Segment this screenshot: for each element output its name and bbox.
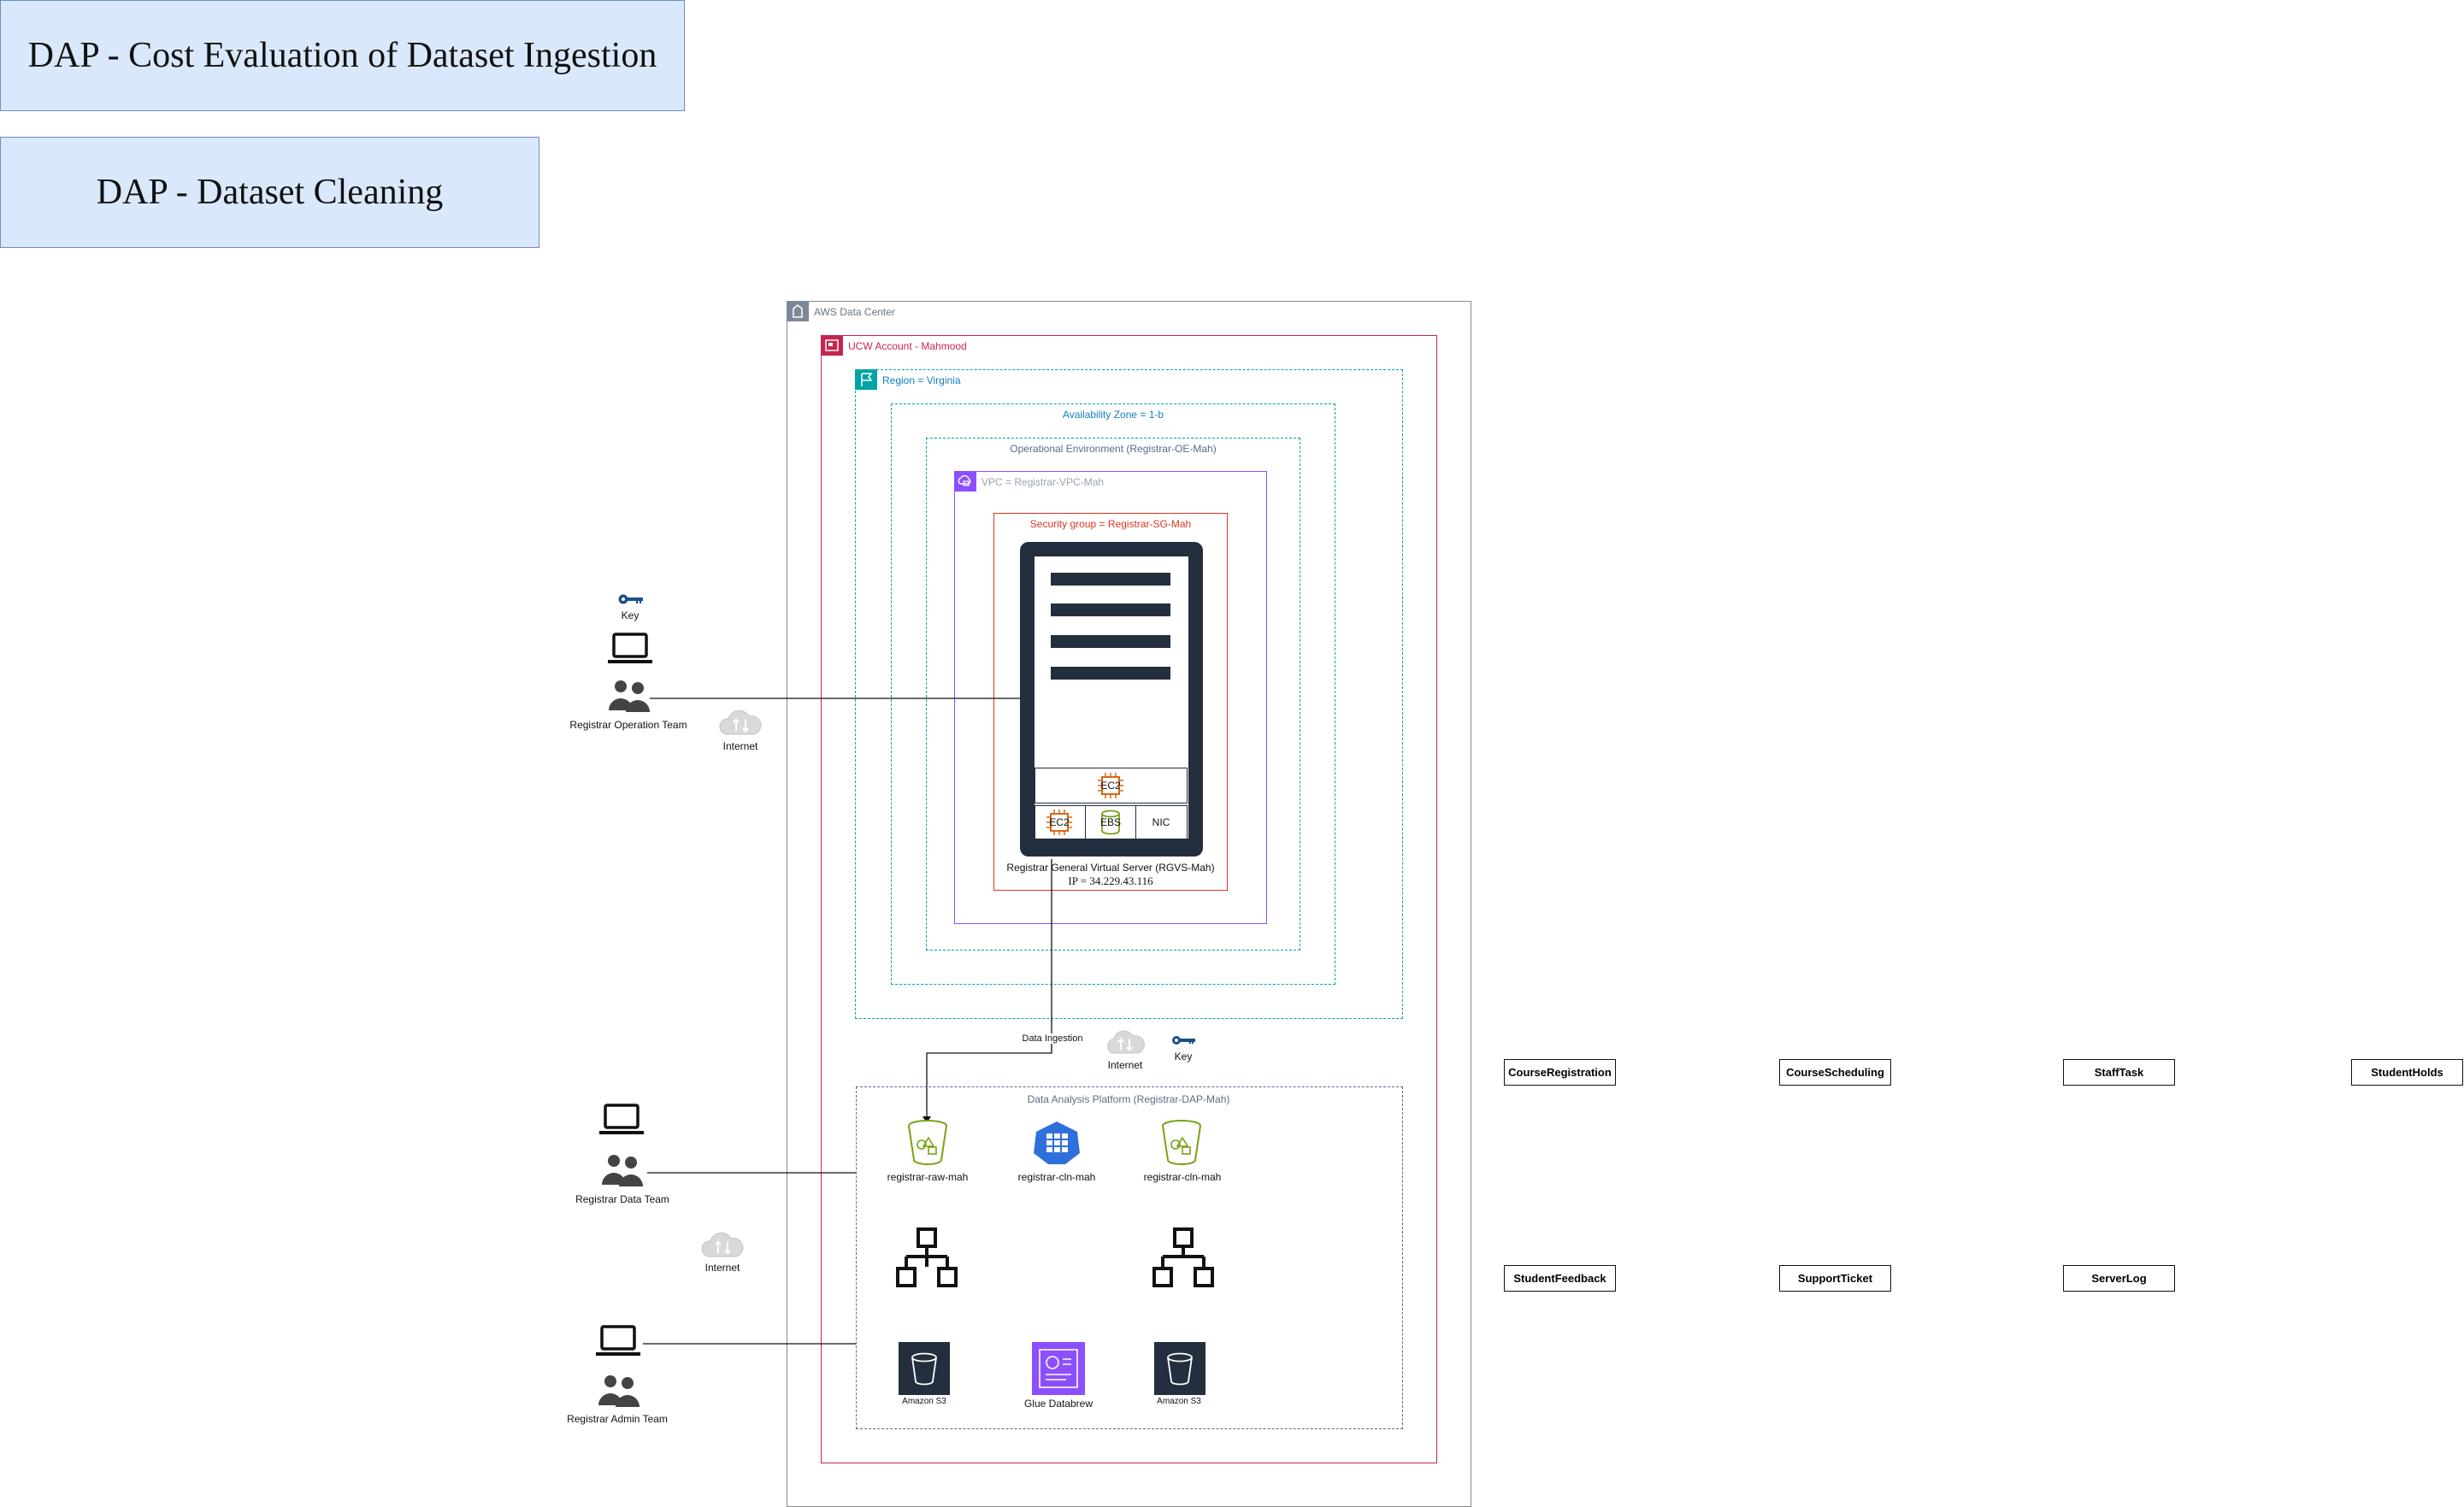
data-team-label: Registrar Data Team — [575, 1193, 669, 1205]
amazon-s3-left-label: Amazon S3 — [902, 1397, 946, 1406]
laptop-data-icon — [599, 1104, 644, 1134]
availability-zone-frame — [891, 403, 1335, 985]
internet-top-icon — [719, 709, 762, 735]
glue-databrew-icon[interactable] — [1032, 1342, 1085, 1395]
table-course-scheduling[interactable]: CourseScheduling — [1779, 1059, 1891, 1086]
users-admin-icon — [598, 1375, 640, 1407]
users-operation-icon — [609, 680, 650, 712]
table-server-log[interactable]: ServerLog — [2063, 1265, 2175, 1292]
amazon-s3-left-icon[interactable] — [899, 1342, 950, 1395]
ebs-label: EBS — [1099, 816, 1122, 828]
laptop-operation-icon — [608, 633, 652, 663]
vpc-icon — [954, 471, 976, 492]
ec2-bottom-label: EC2 — [1049, 816, 1070, 828]
internet-bottom-label: Internet — [704, 1262, 740, 1274]
hierarchy-right-icon — [1152, 1227, 1214, 1287]
key-icon — [618, 594, 643, 604]
server-ip-label: IP = 34.229.43.116 — [1068, 874, 1153, 887]
operation-team-label: Registrar Operation Team — [569, 719, 687, 731]
account-label: UCW Account - Mahmood — [848, 340, 967, 352]
bucket-raw-icon[interactable] — [906, 1119, 949, 1165]
server-name-label: Registrar General Virtual Server (RGVS-M… — [1006, 862, 1215, 874]
bucket-cln-icon[interactable] — [1160, 1119, 1203, 1165]
internet-mid-label: Internet — [1107, 1059, 1143, 1071]
security-group-frame — [993, 513, 1228, 891]
ec2-chip-small-icon — [1046, 809, 1072, 835]
table-staff-task[interactable]: StaffTask — [2063, 1059, 2175, 1086]
cost-evaluation-title: DAP - Cost Evaluation of Dataset Ingesti… — [0, 0, 685, 111]
vpc-frame — [954, 471, 1267, 924]
region-label: Region = Virginia — [882, 374, 961, 386]
users-data-icon — [602, 1155, 643, 1186]
cost-evaluation-title-text: DAP - Cost Evaluation of Dataset Ingesti… — [27, 36, 657, 75]
table-student-holds[interactable]: StudentHolds — [2351, 1059, 2463, 1086]
operational-env-label: Operational Environment (Registrar-OE-Ma… — [1010, 443, 1217, 455]
table-student-feedback[interactable]: StudentFeedback — [1504, 1265, 1616, 1292]
dataset-cleaning-title-text: DAP - Dataset Cleaning — [96, 173, 444, 212]
admin-team-label: Registrar Admin Team — [567, 1413, 668, 1425]
security-group-label: Security group = Registrar-SG-Mah — [1029, 518, 1192, 530]
nic-label: NIC — [1152, 816, 1170, 828]
key-label: Key — [621, 609, 640, 621]
region-flag-icon — [855, 369, 877, 390]
blue-hex-icon[interactable] — [1033, 1121, 1081, 1165]
data-analysis-platform-label: Data Analysis Platform (Registrar-DAP-Ma… — [1027, 1093, 1230, 1105]
dataset-cleaning-title: DAP - Dataset Cleaning — [0, 137, 539, 248]
data-analysis-platform-frame — [856, 1086, 1403, 1429]
data-ingestion-label: Data Ingestion — [1020, 1033, 1085, 1044]
vpc-label: VPC = Registrar-VPC-Mah — [981, 476, 1105, 488]
internet-bottom-icon — [701, 1232, 744, 1257]
region-frame — [855, 369, 1403, 1019]
availability-zone-label: Availability Zone = 1-b — [1062, 409, 1164, 421]
bucket-raw-label: registrar-raw-mah — [887, 1171, 969, 1183]
bucket-cln-2-label: registrar-cln-mah — [1143, 1171, 1222, 1183]
ebs-volume-icon — [1101, 809, 1120, 835]
operational-env-frame — [926, 438, 1300, 951]
account-icon — [821, 335, 843, 356]
data-center-icon — [787, 301, 809, 321]
ec2-chip-icon — [1098, 773, 1123, 798]
internet-cloud-icon — [1107, 1030, 1145, 1054]
laptop-admin-icon — [596, 1325, 640, 1356]
internet-top-label: Internet — [722, 740, 758, 752]
nic-box — [1135, 805, 1188, 839]
table-course-registration[interactable]: CourseRegistration — [1504, 1059, 1616, 1086]
hierarchy-left-icon — [896, 1227, 958, 1287]
aws-data-center-label: AWS Data Center — [814, 306, 895, 318]
key-mid-label: Key — [1174, 1051, 1193, 1063]
account-frame — [821, 335, 1437, 1463]
key-mid-icon — [1172, 1036, 1195, 1045]
bucket-cln-1-label: registrar-cln-mah — [1017, 1171, 1096, 1183]
amazon-s3-right-label: Amazon S3 — [1157, 1397, 1201, 1406]
amazon-s3-right-icon[interactable] — [1154, 1342, 1205, 1395]
glue-databrew-label: Glue Databrew — [1023, 1398, 1093, 1410]
table-support-ticket[interactable]: SupportTicket — [1779, 1265, 1891, 1292]
ec2-top-label: EC2 — [1100, 780, 1121, 792]
